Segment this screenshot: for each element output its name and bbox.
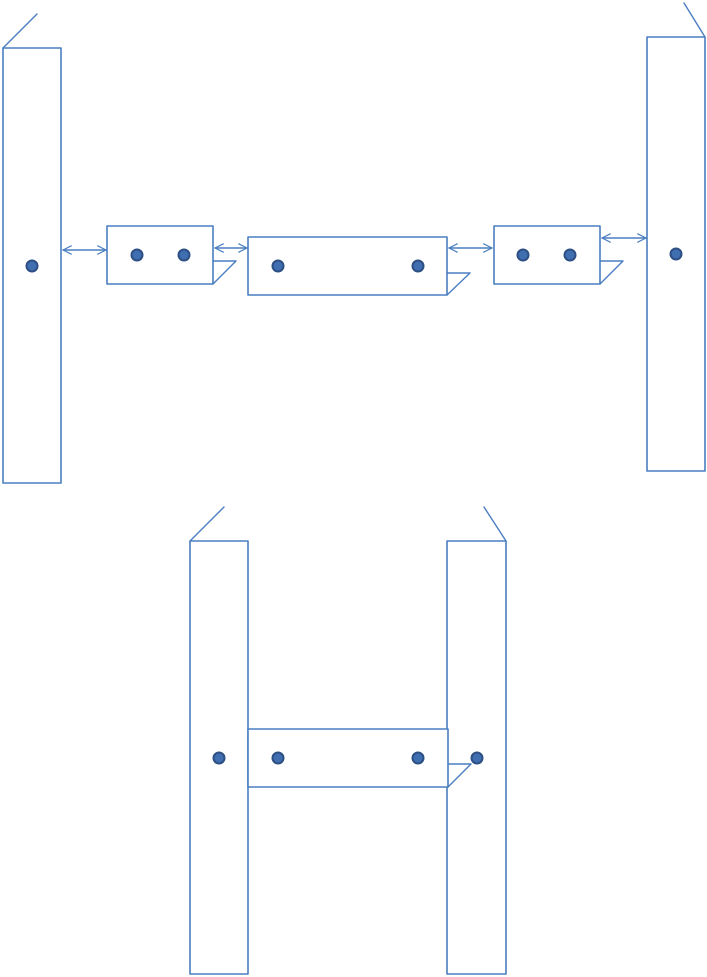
crossbar-fold-flap bbox=[447, 763, 472, 788]
bottom-right-post bbox=[446, 506, 507, 975]
short-link-left-hole-1 bbox=[130, 248, 144, 262]
long-link-hole-2 bbox=[411, 259, 425, 273]
crossbar-hole-1 bbox=[271, 751, 285, 765]
short-link-right-hole-2 bbox=[563, 248, 577, 262]
bottom-left-post-hole bbox=[212, 751, 226, 765]
bottom-left-post-corner-flap bbox=[189, 506, 225, 542]
top-long-link-middle bbox=[247, 236, 471, 296]
top-left-post-corner-flap bbox=[2, 13, 38, 49]
top-short-link-left bbox=[106, 225, 237, 285]
short-link-right-board bbox=[493, 225, 601, 285]
bottom-right-post-hole bbox=[470, 751, 484, 765]
top-right-post-hole bbox=[669, 247, 683, 261]
long-link-hole-1 bbox=[271, 259, 285, 273]
top-assembly bbox=[2, 2, 706, 484]
short-link-right-hole-1 bbox=[516, 248, 530, 262]
bottom-right-post-corner-flap bbox=[483, 506, 507, 542]
top-left-post bbox=[2, 13, 62, 484]
crossbar-hole-2 bbox=[411, 751, 425, 765]
short-link-left-hole-2 bbox=[177, 248, 191, 262]
bottom-assembly bbox=[189, 506, 507, 975]
short-link-left-fold-flap bbox=[212, 260, 237, 285]
bottom-left-post bbox=[189, 506, 249, 975]
bottom-crossbar bbox=[247, 728, 472, 788]
top-short-link-right bbox=[493, 225, 624, 285]
top-right-post-corner-flap bbox=[683, 2, 706, 38]
short-link-left-board bbox=[106, 225, 214, 285]
top-right-post bbox=[646, 2, 706, 472]
short-link-right-fold-flap bbox=[599, 260, 624, 285]
top-left-post-hole bbox=[25, 259, 39, 273]
long-link-fold-flap bbox=[446, 272, 471, 296]
